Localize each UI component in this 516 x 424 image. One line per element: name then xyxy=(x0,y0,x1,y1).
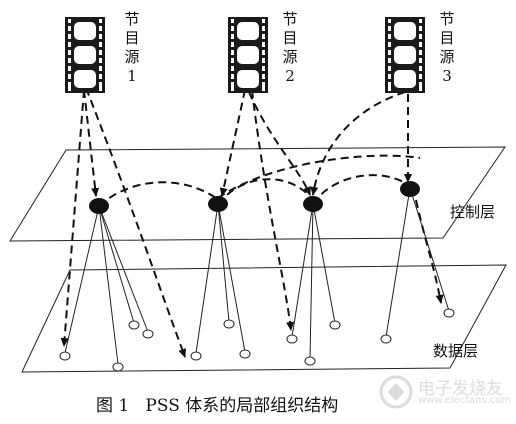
data-node xyxy=(112,362,124,372)
control-node xyxy=(303,196,323,212)
data-node xyxy=(59,351,71,361)
control-node xyxy=(208,196,228,212)
node-links xyxy=(64,187,450,365)
control-layer-label: 控制层 xyxy=(450,203,496,221)
control-layer-plane xyxy=(9,146,506,242)
data-layer-plane xyxy=(21,264,507,373)
data-node xyxy=(239,349,251,359)
source-label: 节目源3 xyxy=(439,10,455,85)
film-reel-icon xyxy=(385,17,425,93)
control-nodes xyxy=(89,181,420,214)
data-node xyxy=(190,351,202,361)
figure-caption: 图 1 PSS 体系的局部组织结构 xyxy=(96,396,339,416)
data-node xyxy=(304,356,316,366)
watermark-url: www.elecfans.com xyxy=(418,395,512,406)
film-reel-icon xyxy=(65,17,105,93)
data-node xyxy=(142,329,154,339)
watermark-logo-icon xyxy=(379,375,413,409)
film-reel-icon xyxy=(228,17,268,93)
watermark: 电子发烧友 www.elecfans.com xyxy=(378,372,511,412)
stream-arrows xyxy=(60,87,444,358)
control-arcs xyxy=(98,154,421,207)
source-label: 节目源2 xyxy=(282,10,298,85)
data-node xyxy=(223,319,235,329)
control-node xyxy=(89,198,109,214)
watermark-text: 电子发烧友 xyxy=(418,379,503,399)
data-node xyxy=(128,320,140,330)
data-node xyxy=(380,334,392,344)
control-node xyxy=(400,181,420,197)
source-label: 节目源1 xyxy=(124,10,140,85)
data-node xyxy=(286,334,298,344)
data-nodes xyxy=(59,308,455,372)
data-layer-label: 数据层 xyxy=(433,342,479,360)
data-node xyxy=(443,308,455,318)
data-node xyxy=(329,320,341,330)
